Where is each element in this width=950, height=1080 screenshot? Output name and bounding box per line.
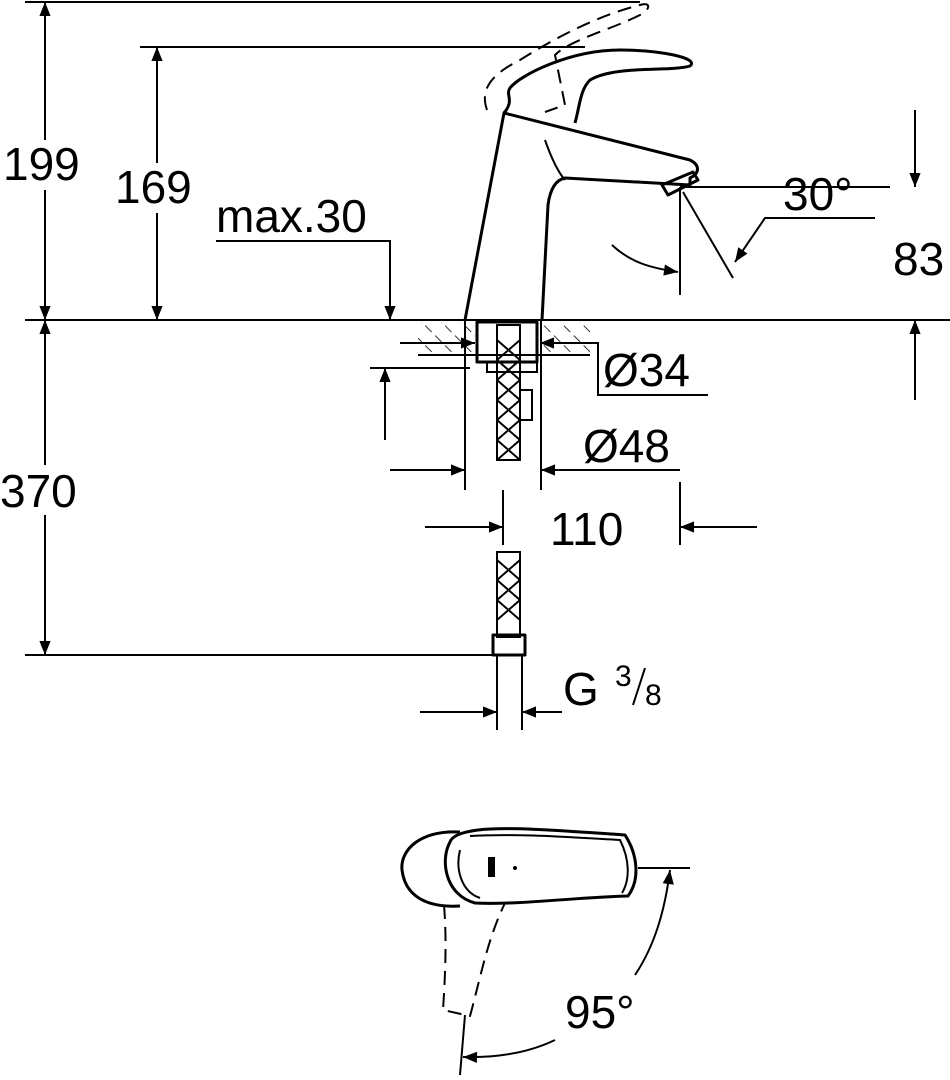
reference-lines [25,1,950,656]
fraction-denominator: 8 [645,679,662,712]
faucet-side-view [463,3,700,321]
dimension-label: Ø34 [603,344,690,396]
dimension-label: 83 [893,233,944,285]
dimension-diameter-48: Ø48 [390,320,680,490]
dimension-label: 199 [3,138,80,190]
dimension-95-degrees: 95° [459,867,690,1076]
dimension-label: G [563,663,599,715]
dimension-label: 95° [565,986,635,1038]
dimension-label: Ø48 [583,420,670,472]
dimension-169: 169 [115,47,207,320]
fraction-numerator: 3 [615,660,632,693]
dimension-30-degrees: 30° [611,168,890,295]
dimension-max-30: max.30 [216,190,470,440]
dimension-110: 110 [425,482,757,555]
dimension-label: 370 [0,465,77,517]
dimension-label: max.30 [216,190,367,242]
dimension-370: 370 [0,320,92,655]
faucet-top-view [400,827,638,1018]
dimension-83: 83 [893,110,944,400]
dimension-diameter-34: Ø34 [400,337,708,396]
supply-hose [491,324,533,730]
dimension-199: 199 [2,1,94,320]
dimension-label: 110 [550,503,623,555]
dimension-connection-g38: G 3 8 [420,660,662,718]
dimension-label: 169 [115,161,192,213]
dimension-label: 30° [783,168,853,220]
